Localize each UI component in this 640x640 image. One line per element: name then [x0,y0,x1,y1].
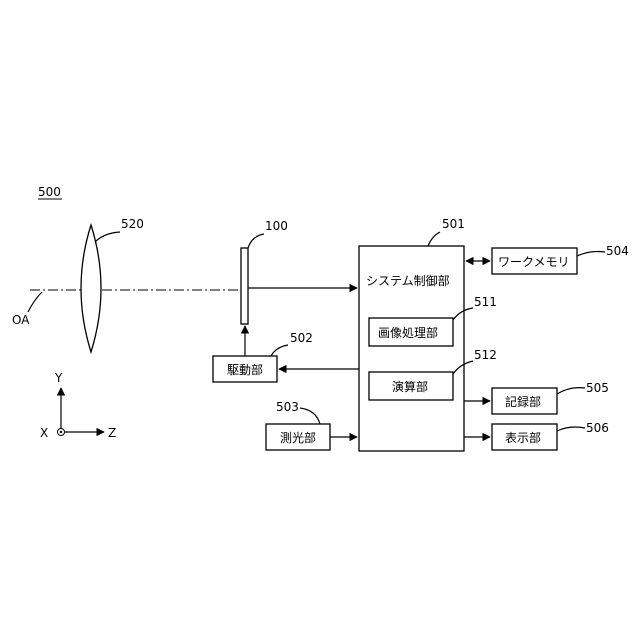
recording-ref: 505 [586,381,609,395]
work-memory-ref: 504 [606,244,629,258]
image-sensor [241,248,248,324]
display-ref: 506 [586,421,609,435]
work-memory-label: ワークメモリ [498,255,570,269]
photometry-ref-leader [300,408,320,424]
sensor-ref: 100 [265,219,288,233]
calculation-label: 演算部 [392,379,428,394]
display-label: 表示部 [505,430,541,445]
x-axis-label: X [40,426,48,440]
photometry-ref: 503 [276,400,299,414]
optical-axis-leader [28,292,42,312]
sensor-ref-leader [248,234,264,248]
figure-number: 500 [38,185,61,199]
system-controller-ref-leader [428,232,440,246]
z-axis-label: Z [108,426,116,440]
x-axis-symbol-dot [60,431,62,433]
lens-ref: 520 [121,217,144,231]
image-processing-label: 画像処理部 [378,325,438,340]
photometry-label: 測光部 [280,430,316,445]
lens [81,225,101,352]
optical-axis-label: OA [12,313,30,327]
recording-label: 記録部 [505,394,541,409]
drive-ref: 502 [290,331,313,345]
y-axis-label: Y [54,371,63,385]
drive-ref-leader [271,345,288,356]
work-memory-ref-leader [577,252,605,257]
lens-ref-leader [95,232,120,242]
recording-ref-leader [557,388,585,394]
calculation-ref: 512 [474,348,497,362]
drive-label: 駆動部 [227,362,263,377]
display-ref-leader [557,427,585,431]
system-controller-ref: 501 [442,217,465,231]
image-processing-ref: 511 [474,295,497,309]
system-controller-label: システム制御部 [366,273,450,288]
